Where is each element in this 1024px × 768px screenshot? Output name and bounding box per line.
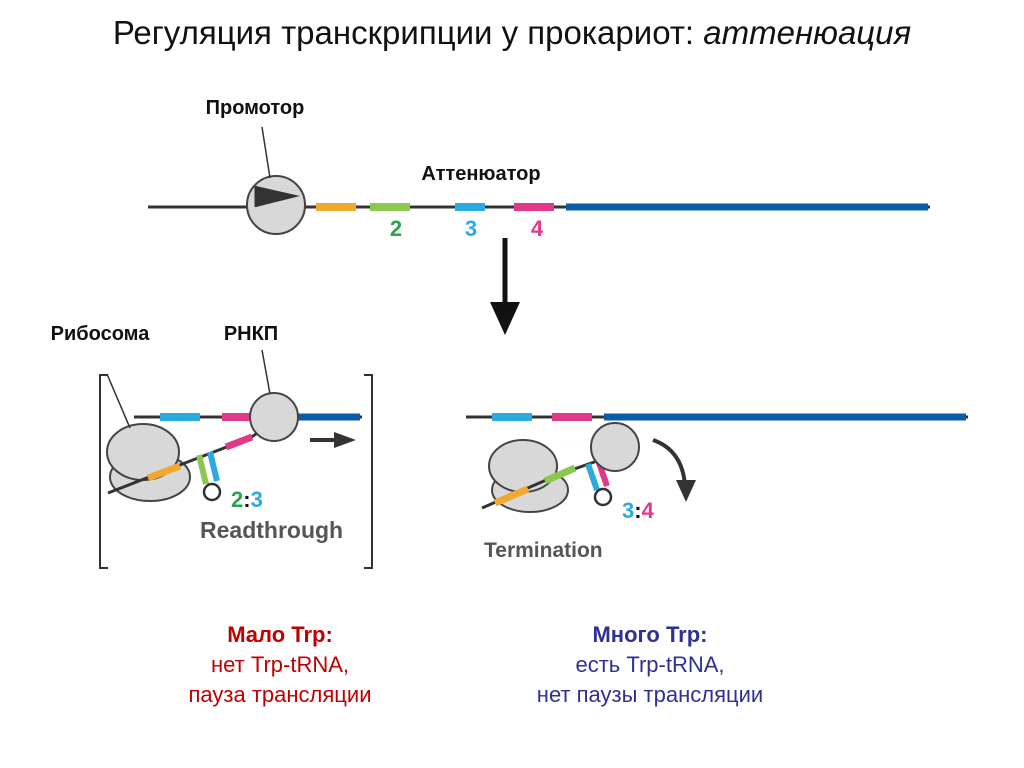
low-trp-caption: Мало Trp: нет Trp-tRNA, пауза трансляции [110,620,450,710]
promoter-label: Промотор [206,97,305,119]
high-trp-heading: Много Trp: [592,622,708,647]
readthrough-panel: 2:3 Readthrough [99,349,373,569]
segment-1 [316,203,356,211]
high-trp-line2: нет паузы трансляции [536,682,764,707]
low-trp-line1: нет Trp-tRNA, [210,652,350,677]
title-main: Регуляция транскрипции у прокариот: [112,14,704,51]
pair-3-4-label: 3:4 [622,498,655,523]
rnap-symbol [590,422,640,472]
segment-4-label: 4 [531,216,544,241]
right-bracket [364,374,373,569]
rnap-pointer [261,349,271,395]
termination-panel: 3:4 Termination [466,413,968,562]
ribosome-label: Рибосома [51,323,151,345]
segment-2 [370,203,410,211]
arrow-head-icon [334,432,356,448]
hairpin-loop [202,482,222,502]
low-trp-line2: пауза трансляции [188,682,372,707]
page-title: Регуляция транскрипции у прокариот: атте… [0,14,1024,52]
operon-map: Промотор Аттенюатор 2 3 4 [148,97,930,241]
promoter-pointer [261,126,271,179]
arrow-head-icon [676,480,696,502]
low-trp-heading: Мало Trp: [227,622,333,647]
ribosome-pointer [106,373,131,429]
termination-label: Termination [484,539,603,562]
segment-3-label: 3 [465,216,477,241]
segment-4 [514,203,554,211]
segment-2-label: 2 [390,216,402,241]
pair-2-3-label: 2:3 [231,487,263,512]
release-arrow [652,438,687,486]
hairpin-loop [593,487,613,507]
rnap-label: РНКП [224,323,278,345]
rnap-symbol [249,392,299,442]
readthrough-label: Readthrough [200,517,343,543]
attenuator-label: Аттенюатор [421,163,540,185]
segment-3 [455,203,485,211]
title-italic: аттенюация [703,14,912,51]
ribosome-large-subunit [488,439,558,493]
promoter-arrow-icon [256,186,300,207]
down-arrow-icon [490,238,520,335]
left-bracket [99,374,108,569]
high-trp-line1: есть Trp-tRNA, [575,652,725,677]
high-trp-caption: Много Trp: есть Trp-tRNA, нет паузы тран… [480,620,820,710]
